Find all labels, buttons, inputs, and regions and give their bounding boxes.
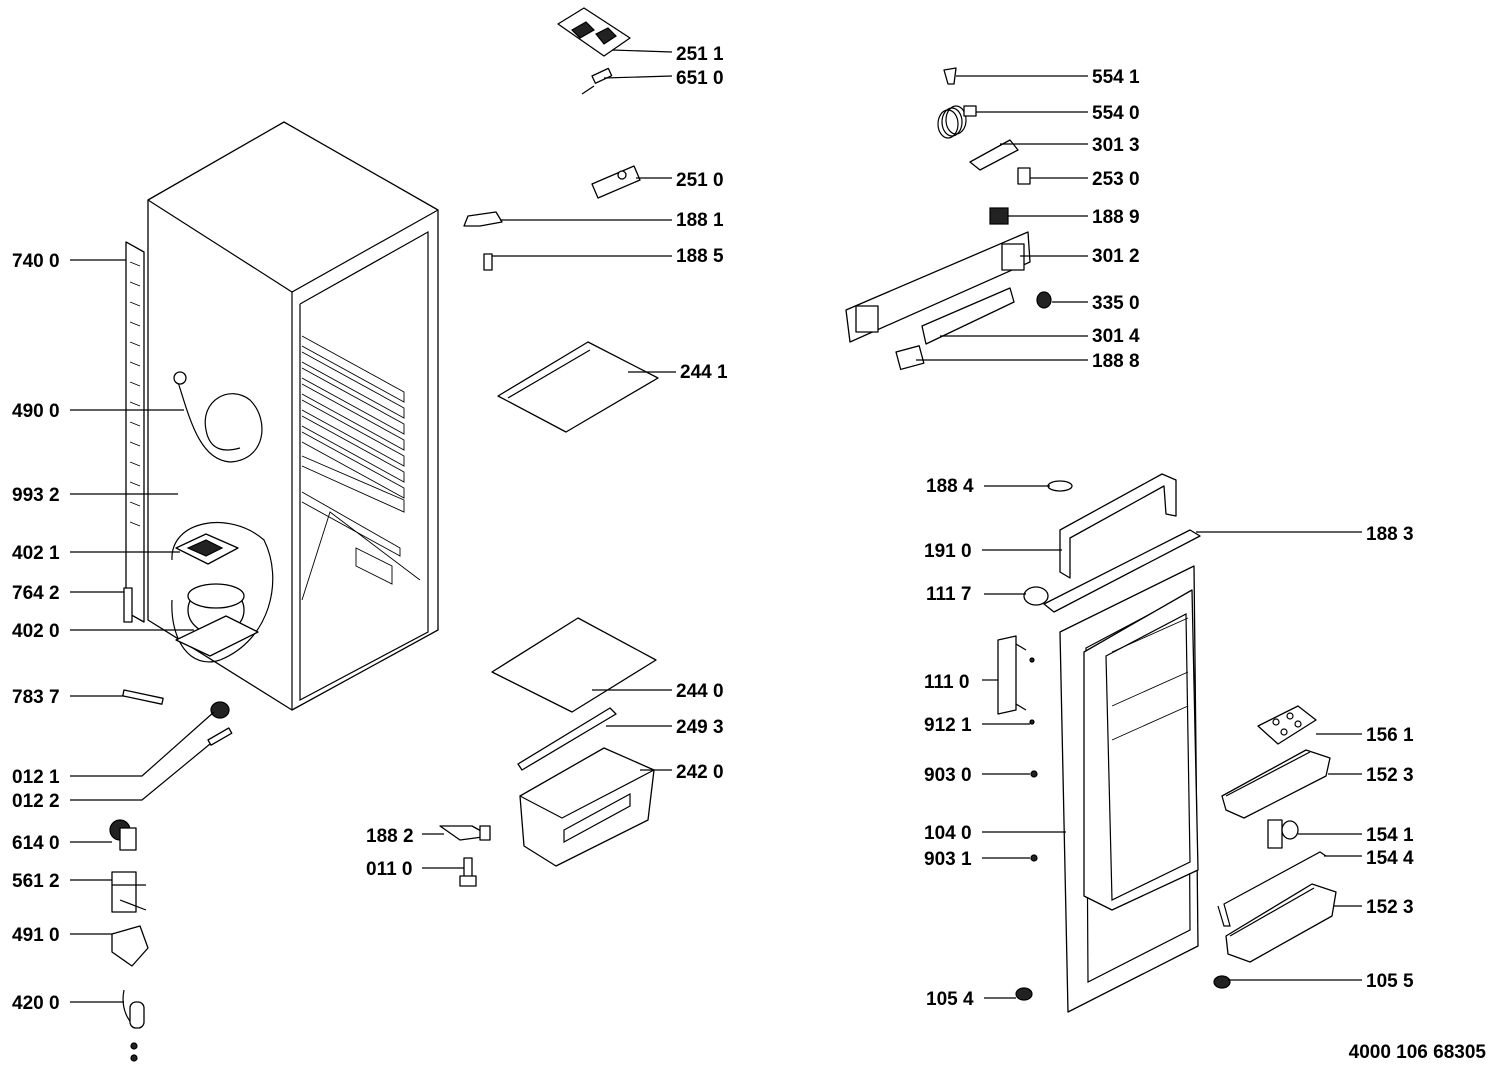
control-parts — [845, 67, 1052, 371]
label-491-0: 491 0 — [12, 925, 60, 946]
capacitor — [122, 989, 145, 1029]
label-903-0: 903 0 — [924, 765, 972, 786]
label-111-0: 111 0 — [924, 672, 969, 693]
crisper-drawer — [519, 747, 655, 867]
label-011-0: 011 0 — [366, 859, 413, 880]
label-561-2: 561 2 — [12, 871, 60, 892]
refrigerator-cabinet — [109, 121, 439, 1062]
label-012-2: 012 2 — [12, 791, 60, 812]
label-188-2: 188 2 — [366, 826, 414, 847]
egg-tray — [1257, 705, 1317, 745]
label-242-0: 242 0 — [676, 762, 724, 783]
label-903-1: 903 1 — [924, 849, 972, 870]
label-012-1: 012 1 — [12, 767, 60, 788]
label-191-0: 191 0 — [924, 541, 972, 562]
label-105-5: 105 5 — [1366, 971, 1414, 992]
label-301-2: 301 2 — [1092, 246, 1140, 267]
glass-shelf — [497, 341, 659, 433]
part-labels: 251 1 651 0 251 0 188 1 188 5 244 1 244 … — [12, 44, 1486, 1063]
compressor — [175, 583, 259, 657]
hinge-pin — [581, 67, 613, 95]
power-cord — [177, 381, 263, 463]
label-188-5: 188 5 — [676, 246, 724, 267]
bottle-retainer — [1217, 851, 1327, 927]
label-420-0: 420 0 — [12, 993, 60, 1014]
drawer-slide — [439, 825, 491, 841]
label-402-1: 402 1 — [12, 543, 60, 564]
reference-number: 4000 106 68305 — [1349, 1042, 1487, 1063]
label-156-1: 156 1 — [1366, 725, 1414, 746]
label-249-3: 249 3 — [676, 717, 724, 738]
label-912-1: 912 1 — [924, 715, 972, 736]
label-154-4: 154 4 — [1366, 848, 1414, 869]
label-614-0: 614 0 — [12, 833, 60, 854]
label-111-7: 111 7 — [926, 584, 971, 605]
adjustable-foot — [459, 857, 477, 887]
door-trim — [1043, 529, 1201, 613]
logo-strip — [921, 287, 1015, 345]
relay-box — [175, 533, 239, 565]
label-740-0: 740 0 — [12, 251, 60, 272]
crisper-cover-glass — [491, 617, 657, 713]
bottle-stopper — [1267, 819, 1299, 849]
label-253-0: 253 0 — [1092, 169, 1140, 190]
badge-plate — [591, 165, 641, 199]
label-251-1: 251 1 — [676, 44, 724, 65]
refrigerator-door — [997, 473, 1337, 1013]
label-105-4: 105 4 — [926, 989, 974, 1010]
label-993-2: 993 2 — [12, 485, 60, 506]
door-balcony-lower — [1225, 883, 1337, 963]
door-gasket-top — [1059, 473, 1177, 579]
thermostat — [109, 819, 137, 851]
shelf-support-bracket — [463, 211, 503, 227]
door-balcony-upper — [1221, 749, 1331, 819]
crisper-cover-frame — [517, 707, 617, 771]
top-hinge-cover — [557, 7, 631, 57]
label-301-3: 301 3 — [1092, 135, 1140, 156]
label-154-1: 154 1 — [1366, 825, 1414, 846]
label-188-8: 188 8 — [1092, 351, 1140, 372]
label-764-2: 764 2 — [12, 583, 60, 604]
label-783-7: 783 7 — [12, 687, 60, 708]
label-251-0: 251 0 — [676, 170, 724, 191]
label-152-3-lower: 152 3 — [1366, 897, 1414, 918]
label-104-0: 104 0 — [924, 823, 972, 844]
label-402-0: 402 0 — [12, 621, 60, 642]
thermostat-coil — [937, 105, 977, 139]
control-panel — [845, 231, 1031, 343]
label-554-0: 554 0 — [1092, 103, 1140, 124]
label-244-1: 244 1 — [680, 362, 728, 383]
label-188-3: 188 3 — [1366, 524, 1414, 545]
relay-cover — [111, 925, 149, 967]
starter-relay — [111, 871, 147, 913]
label-651-0: 651 0 — [676, 68, 724, 89]
label-490-0: 490 0 — [12, 401, 60, 422]
label-244-0: 244 0 — [676, 681, 724, 702]
center-parts — [439, 7, 659, 887]
label-301-4: 301 4 — [1092, 326, 1140, 347]
leader-lines — [70, 49, 1362, 1003]
condenser — [125, 241, 145, 623]
label-152-3-upper: 152 3 — [1366, 765, 1414, 786]
label-554-1: 554 1 — [1092, 67, 1140, 88]
label-188-1: 188 1 — [676, 210, 724, 231]
door-handle — [997, 635, 1027, 715]
label-188-9: 188 9 — [1092, 207, 1140, 228]
label-188-4: 188 4 — [926, 476, 974, 497]
label-335-0: 335 0 — [1092, 293, 1140, 314]
